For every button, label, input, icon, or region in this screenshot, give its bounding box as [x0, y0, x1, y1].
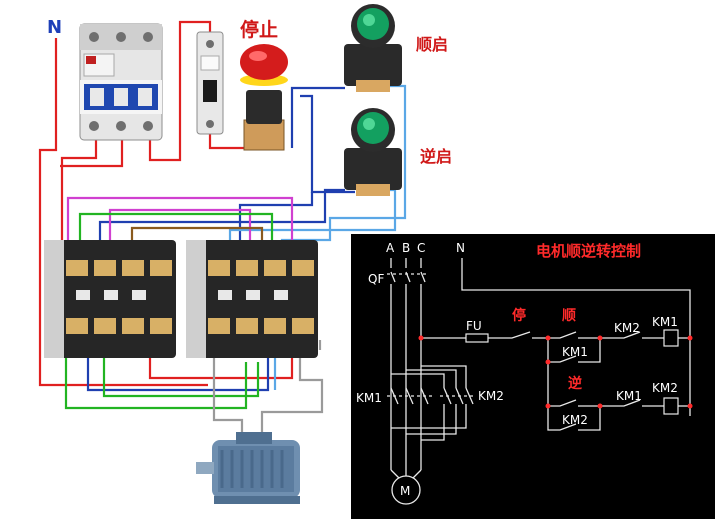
km2-hold-label: KM2 [562, 413, 588, 427]
schematic-neutral-label: N [456, 241, 465, 255]
breaker-contacts [390, 271, 426, 283]
junction-dot [687, 335, 693, 341]
km1-main-label: KM1 [356, 391, 382, 405]
km1-holding-contact [547, 338, 601, 363]
km1-nc-label: KM1 [616, 389, 642, 403]
wire-red-b [60, 140, 124, 168]
phase-main-lines [390, 284, 422, 470]
control-breaker[interactable] [196, 31, 224, 135]
junction-dot [418, 335, 424, 341]
fuse-label: FU [466, 319, 482, 333]
circuit-breaker[interactable] [79, 23, 163, 141]
wire-green-2 [64, 340, 248, 410]
wire-red-d [208, 132, 250, 150]
wire-gray-1 [212, 340, 244, 440]
reverse-contact [547, 362, 610, 407]
stop-schematic-label: 停 [512, 307, 526, 324]
km2-cross-out [391, 404, 467, 441]
km2-cross-feed [391, 365, 467, 388]
wire-magenta-1 [66, 196, 294, 252]
wires-group [38, 20, 407, 440]
forward-schematic-label: 顺 [562, 308, 576, 324]
reverse-schematic-label: 逆 [568, 375, 582, 392]
wire-green-3 [102, 340, 260, 398]
wire-blue-5 [86, 340, 270, 392]
phase-top-lines [390, 258, 422, 268]
junction-dot [545, 359, 551, 365]
junction-dot [597, 403, 603, 409]
phase-a-label: A [386, 241, 395, 255]
junction-dot [545, 335, 551, 341]
km2-coil-label: KM2 [652, 381, 678, 395]
phase-b-label: B [402, 241, 410, 255]
forward-contact [548, 331, 610, 339]
motor-picture [196, 432, 300, 504]
schematic-panel: 电机顺逆转控制 A B C N QF FU 停 顺 KM2 KM1 KM1 逆 … [351, 234, 715, 519]
junction-dot [597, 335, 603, 341]
forward-start-button[interactable] [344, 4, 402, 92]
km1-coil-label: KM1 [652, 315, 678, 329]
wire-neutral [38, 38, 208, 387]
phase-c-label: C [417, 241, 425, 255]
km2-main-label: KM2 [478, 389, 504, 403]
junction-dot [545, 403, 551, 409]
contactor-km1[interactable] [44, 240, 176, 358]
neutral-label: N [47, 17, 62, 38]
km2-nc-1 [610, 331, 664, 339]
schematic-background [351, 234, 715, 519]
wire-blue-1 [290, 86, 345, 148]
contactor-km2[interactable] [186, 240, 318, 358]
stop-contact [488, 331, 548, 339]
neutral-line [461, 258, 691, 416]
forward-start-label: 顺启 [416, 35, 448, 54]
reverse-start-button[interactable] [344, 108, 402, 196]
reverse-start-label: 逆启 [420, 147, 452, 166]
stop-label: 停止 [240, 18, 278, 41]
motor-leads [390, 469, 422, 479]
wire-gray-2 [260, 340, 324, 440]
wire-blue-2 [300, 94, 355, 194]
km2-holding-contact [547, 406, 601, 431]
wire-magenta-2 [108, 208, 252, 252]
km1-nc-2 [610, 399, 664, 407]
wire-red-c [148, 20, 212, 162]
junction-dot [687, 403, 693, 409]
km1-hold-label: KM1 [562, 345, 588, 359]
wire-green-1 [78, 212, 274, 252]
stop-button[interactable] [240, 44, 288, 151]
km2-nc-label: KM2 [614, 321, 640, 335]
wire-red-e [148, 340, 294, 380]
motor-label: M [400, 484, 410, 498]
wire-red-a [60, 140, 98, 250]
breaker-label: QF [368, 272, 384, 286]
schematic-title: 电机顺逆转控制 [536, 242, 641, 260]
wire-blue-4 [98, 188, 345, 252]
